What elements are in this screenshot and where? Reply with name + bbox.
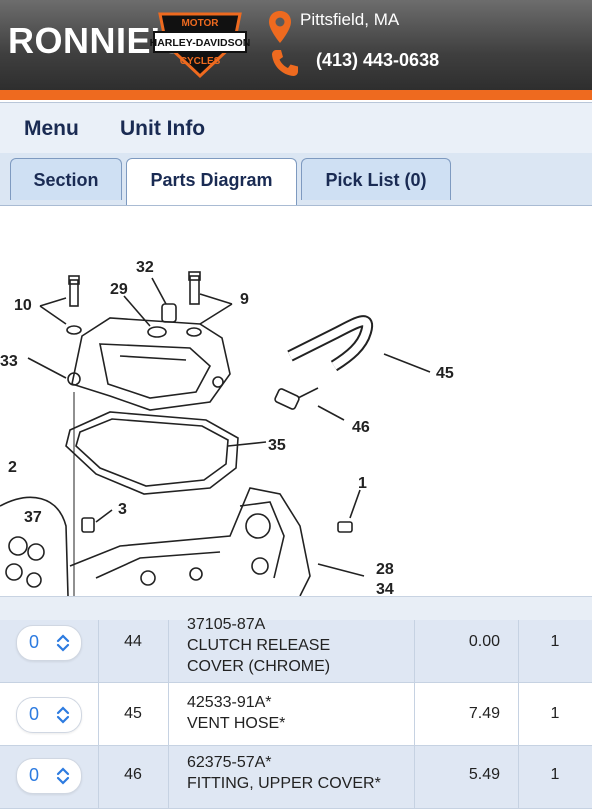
- quantity-stepper[interactable]: 0: [16, 758, 82, 794]
- part-price: 0.00: [468, 633, 500, 650]
- callout-10: 10: [14, 297, 32, 314]
- menu-bar: Menu Unit Info: [0, 102, 592, 154]
- part-count: 1: [550, 633, 560, 650]
- part-price: 5.49: [468, 766, 500, 783]
- ref-number: 46: [124, 766, 142, 783]
- logo-top-text: MOTOR: [181, 18, 219, 29]
- part-number: 62375-57A*: [187, 754, 272, 771]
- table-row[interactable]: 0 46 62375-57A* FITTING, UPPER COVER* 5.…: [0, 746, 592, 809]
- table-row[interactable]: 0 44 37105-87A CLUTCH RELEASE COVER (CHR…: [0, 616, 592, 683]
- up-down-chevron-icon[interactable]: [55, 705, 71, 725]
- callout-9: 9: [240, 291, 249, 308]
- up-down-chevron-icon[interactable]: [55, 766, 71, 786]
- ref-number: 45: [124, 705, 142, 722]
- unit-info-button[interactable]: Unit Info: [120, 117, 206, 140]
- callout-35: 35: [268, 437, 286, 454]
- top-cover-part: [71, 317, 231, 411]
- logo-bottom-text: CYCLES: [180, 56, 221, 67]
- quantity-stepper[interactable]: 0: [16, 625, 82, 661]
- quantity-value: 0: [29, 765, 40, 785]
- part-name: FITTING, UPPER COVER*: [187, 775, 381, 792]
- gasket-part: [65, 411, 239, 495]
- tab-section[interactable]: Section: [10, 158, 122, 200]
- part-count: 1: [550, 766, 560, 783]
- app-header: RONNIE'S MOTOR HARLEY-DAVIDSON CYCLES Pi…: [0, 0, 592, 90]
- tab-strip: Section Parts Diagram Pick List (0): [0, 153, 592, 206]
- tab-pick-list[interactable]: Pick List (0): [301, 158, 451, 200]
- quantity-value: 0: [29, 632, 40, 652]
- callout-46: 46: [352, 419, 370, 436]
- bolt-part: [189, 275, 200, 305]
- transmission-case-part: [69, 487, 311, 596]
- part-number: 37105-87A: [187, 616, 266, 633]
- part-count: 1: [550, 705, 560, 722]
- callout-34: 34: [376, 581, 394, 596]
- part-name: VENT HOSE*: [187, 715, 286, 732]
- callout-29: 29: [110, 281, 128, 298]
- ref-number: 44: [124, 633, 142, 650]
- pin-part: [337, 521, 353, 533]
- dealer-phone[interactable]: (413) 443-0638: [316, 50, 440, 70]
- callout-33: 33: [0, 353, 18, 370]
- logo-middle-text: HARLEY-DAVIDSON: [150, 37, 250, 49]
- dealer-city: Pittsfield, MA: [300, 10, 400, 29]
- callout-45: 45: [436, 365, 454, 382]
- part-name-line2: COVER (CHROME): [187, 658, 331, 675]
- callout-1: 1: [358, 475, 367, 492]
- table-row[interactable]: 0 45 42533-91A* VENT HOSE* 7.49 1: [0, 683, 592, 746]
- part-number: 42533-91A*: [187, 694, 272, 711]
- header-accent-bar: [0, 90, 592, 100]
- callout-labels: 32 29 10 9 33 45 46 35 2 37 3 1 28 34: [0, 259, 454, 596]
- quantity-stepper[interactable]: 0: [16, 697, 82, 733]
- tab-parts-diagram[interactable]: Parts Diagram: [126, 158, 297, 205]
- part-name: CLUTCH RELEASE: [187, 637, 331, 654]
- callout-28: 28: [376, 561, 394, 578]
- table-header-strip: [0, 596, 592, 624]
- phone-icon[interactable]: [270, 48, 300, 78]
- callout-32: 32: [136, 259, 154, 276]
- up-down-chevron-icon[interactable]: [55, 633, 71, 653]
- parts-diagram[interactable]: 32 29 10 9 33 45 46 35 2 37 3 1 28 34: [0, 206, 592, 596]
- menu-button[interactable]: Menu: [24, 117, 79, 140]
- bolt-part: [69, 279, 79, 307]
- location-pin-icon: [269, 11, 291, 43]
- part-description: 62375-57A* FITTING, UPPER COVER*: [187, 752, 381, 794]
- quantity-value: 0: [29, 704, 40, 724]
- fitting-part: [274, 388, 300, 410]
- part-description: 37105-87A CLUTCH RELEASE COVER (CHROME): [187, 614, 330, 677]
- parts-diagram-drawing: 32 29 10 9 33 45 46 35 2 37 3 1 28 34: [0, 259, 454, 596]
- callout-37: 37: [24, 509, 42, 526]
- part-price: 7.49: [468, 705, 500, 722]
- harley-davidson-logo[interactable]: MOTOR HARLEY-DAVIDSON CYCLES: [150, 8, 250, 80]
- callout-3: 3: [118, 501, 127, 518]
- part-description: 42533-91A* VENT HOSE*: [187, 692, 285, 734]
- callout-2: 2: [8, 459, 17, 476]
